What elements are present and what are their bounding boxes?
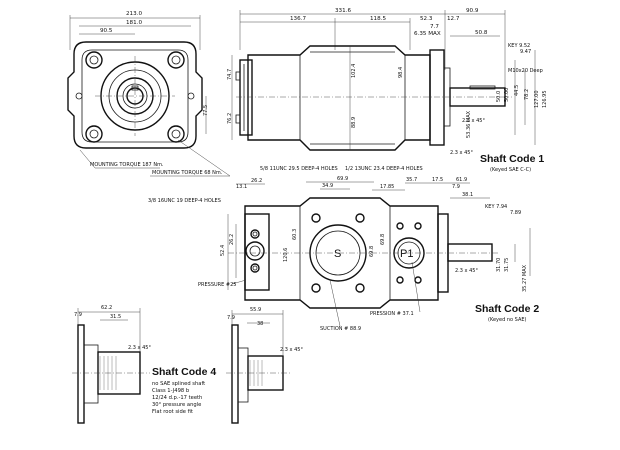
front-view: 213.0 181.0 90.5 77.5 MOUNTING T [67, 11, 231, 177]
dim-overall-width: 213.0 [126, 11, 142, 17]
suction-port-label: S [334, 248, 341, 260]
dim-port-top2: 13.1 [236, 184, 247, 190]
shaft-code-4-view: 62.2 7.9 31.5 2.3 x 45° Shaft Code 4 no … [72, 305, 216, 424]
alt-flange [231, 324, 239, 424]
dim-port-v5: 69.8 [369, 246, 375, 257]
dim-side-d3: 52.3 [420, 16, 433, 22]
dim-port-v1: 26.2 [229, 234, 235, 245]
dim-shaft-offset: 90.5 [100, 28, 113, 34]
dim-side-d4: 12.7 [447, 16, 460, 22]
front-flange-outline [67, 41, 203, 149]
dim-side-v12: 53.36 MAX [466, 110, 472, 138]
label-alt-chamfer: 2.3 x 45° [280, 347, 303, 353]
port-shaft [447, 243, 493, 262]
label-port-chamfer: 2.3 x 45° [455, 268, 478, 274]
dim-port-v3: 120.6 [283, 248, 289, 262]
side-view: 331.6 136.7 118.5 52.3 12.7 90.9 7.7 6.3… [227, 8, 548, 173]
s4-note-2: Class 1-J498 b [152, 388, 190, 394]
label-s4-chamfer: 2.3 x 45° [128, 345, 151, 351]
side-end-cover [239, 59, 253, 136]
dim-port-v6: 69.8 [380, 234, 386, 245]
label-side-key: KEY 9.52 [508, 43, 530, 49]
dim-s4-d3: 31.5 [110, 314, 121, 320]
dim-port-top6: 35.7 [406, 177, 417, 183]
dim-port-top7: 17.5 [432, 177, 443, 183]
dim-port-top1: 26.2 [251, 178, 262, 184]
front-bolt-holes [75, 51, 195, 143]
s4-flange [77, 324, 85, 424]
label-side-chamfer2: 2.3 x 45° [450, 150, 473, 156]
dim-side-v10: 127.00 [534, 91, 540, 109]
dim-side-d1: 136.7 [290, 16, 306, 22]
dim-side-v7: 50.00 [504, 88, 510, 102]
dim-side-d2: 118.5 [370, 16, 386, 22]
s4-note-5: Flat root side fit [152, 409, 193, 415]
side-body-outline [247, 45, 431, 151]
label-torque-1: MOUNTING TORQUE 187 Nm. [90, 162, 164, 168]
label-port-key2: 7.89 [510, 210, 521, 216]
dim-side-v4: 88.9 [351, 117, 357, 128]
dim-port-top5: 17.85 [380, 184, 394, 190]
dim-side-d8: 50.8 [475, 30, 488, 36]
dim-port-top8: 61.9 [456, 177, 467, 183]
dim-port-top10: 38.1 [462, 192, 473, 198]
shaft-code-2-desc: (Keyed no SAE) [488, 317, 527, 323]
dim-side-v9: 78.2 [524, 89, 530, 100]
shaft-code-4-title: Shaft Code 4 [152, 366, 216, 378]
label-side-chamfer: 2.3 x 45° [462, 118, 485, 124]
dim-port-v8: 31.75 [504, 258, 510, 272]
dim-side-v8: 44.5 [514, 85, 520, 96]
label-pressure-1: PRESSURE #25 [198, 282, 236, 288]
dim-port-top9: 7.9 [452, 184, 460, 190]
dim-inner-width: 181.0 [126, 20, 142, 26]
dim-side-v6: 50.0 [496, 91, 502, 102]
dim-side-d5: 90.9 [466, 8, 479, 14]
label-holes-3: 3/8 16UNC 19 DEEP-4 HOLES [148, 198, 221, 204]
shaft-code-1-desc: (Keyed SAE C-C) [490, 167, 531, 173]
pressure-port-small [245, 241, 265, 261]
s4-note-4: 30° pressure angle [152, 402, 201, 408]
s4-note-3: 12/24 d.p.-17 teeth [152, 395, 202, 401]
dim-side-v5: 98.4 [398, 67, 404, 78]
dim-side-overall: 331.6 [335, 8, 351, 14]
label-port-key: KEY 7.94 [485, 204, 507, 210]
dim-alt-d3: 38 [257, 321, 263, 327]
dim-s4-d1: 62.2 [101, 305, 112, 311]
port-view: 5/8 11UNC 29.5 DEEP-4 HOLES 1/2 13UNC 23… [148, 166, 539, 332]
dim-port-top4: 34.9 [322, 183, 333, 189]
dim-side-d6: 7.7 [430, 24, 439, 30]
dim-alt-d2: 7.9 [227, 315, 235, 321]
dim-side-v11: 126.95 [542, 91, 548, 109]
label-side-thread: M10x20 Deep [508, 68, 543, 74]
shaft-alt-view: 55.9 7.9 38 2.3 x 45° [226, 307, 303, 424]
dim-port-v7: 31.70 [496, 258, 502, 272]
side-mount-flange [429, 49, 445, 146]
dim-side-d7: 6.35 MAX [414, 31, 441, 37]
label-suction: SUCTION # 88.9 [320, 326, 361, 332]
dim-port-top3: 69.9 [337, 176, 348, 182]
shaft-code-2-title: Shaft Code 2 [475, 303, 539, 315]
dim-side-v1: 74.7 [227, 69, 233, 80]
label-torque-2: MOUNTING TORQUE 68 Nm. [152, 170, 223, 176]
port-end-cover [244, 213, 270, 291]
dim-port-v2: 52.4 [220, 245, 226, 256]
label-side-key2: 9.47 [520, 49, 531, 55]
label-pressure-2: PRESSION # 37.1 [370, 311, 414, 317]
shaft-code-1-title: Shaft Code 1 [480, 153, 544, 165]
label-holes-2: 1/2 13UNC 23.4 DEEP-4 HOLES [345, 166, 423, 172]
pressure-port-label: P1 [400, 248, 413, 260]
dim-side-v3: 102.4 [351, 64, 357, 78]
dim-port-v9: 35.27 MAX [522, 264, 528, 292]
dim-side-v2: 76.2 [227, 113, 233, 124]
dim-vertical: 77.5 [203, 105, 209, 116]
s4-note-1: no SAE splined shaft [152, 381, 205, 387]
label-holes-1: 5/8 11UNC 29.5 DEEP-4 HOLES [260, 166, 338, 172]
dim-port-v4: 60.3 [292, 229, 298, 240]
dim-alt-d1: 55.9 [250, 307, 261, 313]
